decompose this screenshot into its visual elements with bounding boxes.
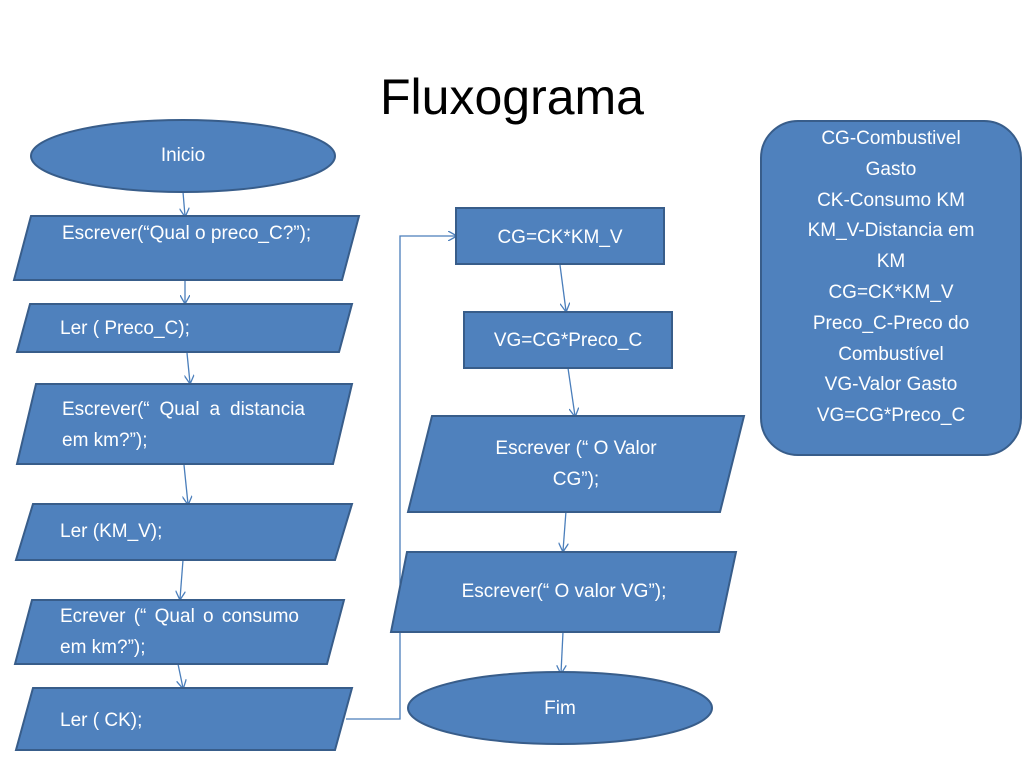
- end-terminator: [407, 671, 713, 745]
- escrever-consumo-parallelogram: [13, 599, 346, 665]
- page-title: Fluxograma: [380, 69, 644, 125]
- calc-vg-label: VG=CG*Preco_C: [493, 330, 643, 351]
- ler-kmv-parallelogram: [14, 503, 354, 561]
- escrever-vg-label: Escrever(“ O valor VG”);: [461, 581, 667, 602]
- calc-cg-process: [455, 207, 665, 265]
- legend-line: CG=CK*KM_V: [828, 281, 954, 303]
- escrever-consumo-label: Ecrever (“ Qual o consumo em km?”);: [60, 606, 299, 658]
- escrever-vg-parallelogram: [389, 551, 738, 633]
- connector-calc-vg-to-escrever-cg: [567, 367, 575, 416]
- connector-ler-kmv-to-escrever-consumo: [180, 559, 183, 599]
- escrever-distancia-label: Escrever(“ Qual a distancia em km?”);: [62, 399, 305, 451]
- legend-line: VG=CG*Preco_C: [816, 405, 966, 427]
- connector-escrever-consumo-to-ler-ck: [178, 663, 183, 688]
- connector-ler-preco-to-escrever-distancia: [187, 352, 190, 383]
- connector-escrever-distancia-to-ler-kmv: [184, 464, 188, 504]
- start-terminator: [30, 119, 336, 193]
- legend-box: CG-Combustivel Gasto CK-Consumo KM KM_V-…: [760, 120, 1022, 456]
- inicio-label: Inicio: [160, 145, 206, 166]
- escrever-cg-label: Escrever (“ O Valor CG”);: [495, 438, 657, 490]
- fim-label: Fim: [544, 698, 576, 719]
- connectors: [178, 191, 575, 720]
- calc-vg-process: [463, 311, 673, 369]
- connector-inicio-to-escrever-preco: [183, 191, 185, 216]
- connector-calc-cg-to-calc-vg: [559, 264, 566, 311]
- ler-ck-parallelogram: [14, 687, 354, 751]
- ler-kmv-label: Ler (KM_V);: [60, 521, 163, 542]
- connector-escrever-vg-to-fim: [561, 631, 563, 673]
- legend-line: KM_V-Distancia em: [807, 220, 975, 242]
- ler-preco-label: Ler ( Preco_C);: [60, 318, 190, 339]
- legend-line: KM: [876, 251, 906, 273]
- ler-ck-label: Ler ( CK);: [60, 710, 143, 731]
- escrever-distancia-parallelogram: [15, 383, 354, 465]
- calc-cg-label: CG=CK*KM_V: [497, 227, 623, 248]
- legend-line: CK-Consumo KM: [817, 189, 965, 211]
- legend-text: CG-Combustivel Gasto CK-Consumo KM KM_V-…: [768, 124, 1014, 432]
- ler-preco-parallelogram: [15, 303, 354, 353]
- connector-escrever-cg-to-escrever-vg: [563, 510, 566, 551]
- escrever-preco-label: Escrever(“Qual o preco_C?”);: [62, 223, 312, 244]
- escrever-preco-parallelogram: [12, 215, 361, 281]
- legend-line: Preco_C-Preco do: [812, 312, 970, 334]
- legend-line: Gasto: [865, 158, 917, 180]
- legend-line: Combustível: [838, 343, 944, 365]
- legend-line: CG-Combustivel: [821, 128, 961, 149]
- connector-ler-ck-to-calc-cg: [346, 236, 456, 720]
- legend-line: VG-Valor Gasto: [824, 374, 958, 396]
- escrever-cg-parallelogram: [406, 415, 746, 513]
